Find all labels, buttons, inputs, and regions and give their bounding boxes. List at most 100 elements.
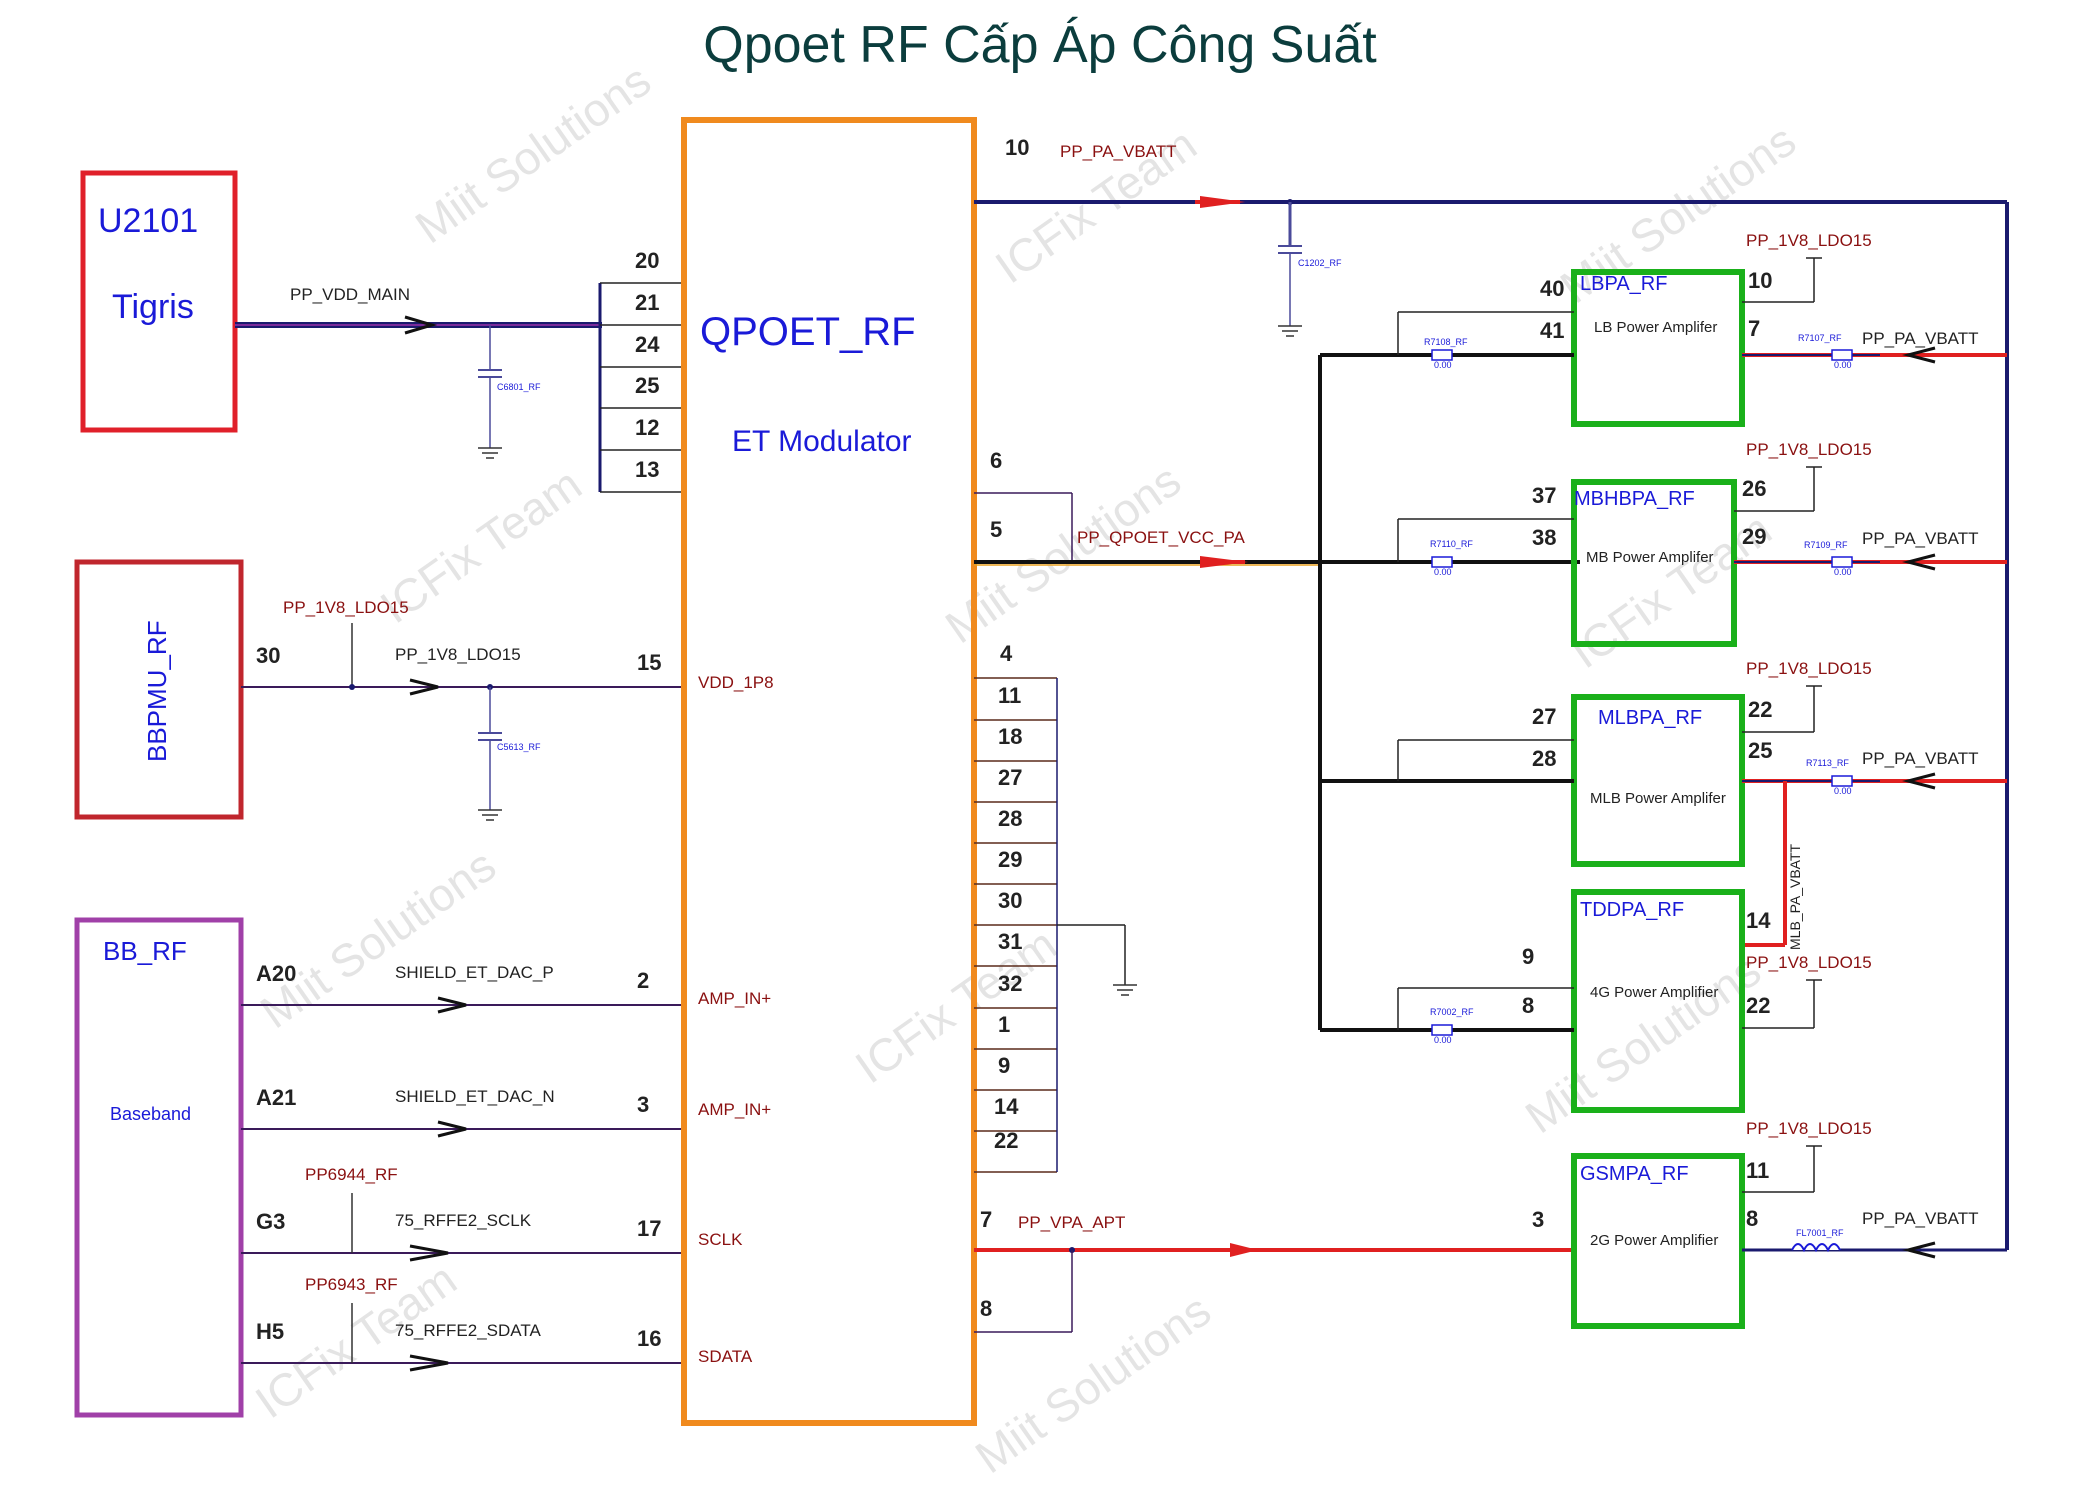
mbhbpa-ldo-label: PP_1V8_LDO15: [1746, 440, 1872, 459]
pp-vpa-apt-label: PP_VPA_APT: [1018, 1213, 1125, 1232]
pin-13: 13: [635, 457, 659, 482]
bb-pin-g3: G3: [256, 1209, 285, 1234]
pp-1v8-wire-label: PP_1V8_LDO15: [395, 645, 521, 664]
r7110-value: 0.00: [1434, 567, 1452, 577]
mbhbpa-vbatt-label: PP_PA_VBATT: [1862, 529, 1979, 548]
mbhbpa-pin-38: 38: [1532, 525, 1556, 550]
bb-name: BB_RF: [103, 936, 187, 966]
gsmpa-pin-11: 11: [1746, 1158, 1769, 1183]
mlbpa-group: MLBPA_RF MLB Power Amplifer 27 28 22 25 …: [1320, 659, 2007, 950]
mlbpa-pin-25: 25: [1748, 738, 1772, 763]
lbpa-pin-40: 40: [1540, 276, 1564, 301]
qpoet-pin-5: 5: [990, 517, 1002, 542]
bbpmu-pin-30: 30: [256, 643, 280, 668]
qpoet-pin-sclk: SCLK: [698, 1230, 743, 1249]
diagram-title: Qpoet RF Cấp Áp Công Suất: [703, 16, 1377, 74]
pp-1v8-ldo15-net: 30 PP_1V8_LDO15 PP_1V8_LDO15 15 C5613_RF: [241, 598, 682, 821]
mlbpa-pin-28: 28: [1532, 746, 1556, 771]
lbpa-vbatt-label: PP_PA_VBATT: [1862, 329, 1979, 348]
mbhbpa-desc: MB Power Amplifer: [1586, 549, 1714, 566]
qpoet-name: QPOET_RF: [700, 310, 916, 354]
pin-24: 24: [635, 332, 660, 357]
qpoet-pin-14: 14: [994, 1094, 1019, 1119]
pp-qpoet-vcc-pa-net: 6 5 PP_QPOET_VCC_PA: [974, 355, 1580, 1030]
qpoet-pin-2: 2: [637, 968, 649, 993]
mlbpa-ldo-label: PP_1V8_LDO15: [1746, 659, 1872, 678]
lbpa-ldo-label: PP_1V8_LDO15: [1746, 231, 1872, 250]
pp-vpa-apt-net: 7 8 PP_VPA_APT: [974, 1207, 1574, 1333]
gsmpa-vbatt-label: PP_PA_VBATT: [1862, 1209, 1979, 1228]
gsmpa-block: [1571, 1153, 1745, 1329]
qpoet-pin-9: 9: [998, 1053, 1010, 1078]
pp-vdd-main-net: PP_VDD_MAIN C6801_RF: [235, 285, 602, 459]
lbpa-pin-41: 41: [1540, 318, 1564, 343]
gsmpa-pin-8: 8: [1746, 1206, 1758, 1231]
pp-pa-vbatt-net: 10 PP_PA_VBATT C1202_RF: [974, 135, 2009, 1250]
lbpa-pin-7: 7: [1748, 316, 1760, 341]
lbpa-name: LBPA_RF: [1580, 273, 1667, 295]
bbpmu-name: BBPMU_RF: [142, 620, 172, 762]
tddpa-desc: 4G Power Amplifier: [1590, 984, 1718, 1001]
pp6943-label: PP6943_RF: [305, 1275, 398, 1294]
gsmpa-desc: 2G Power Amplifier: [1590, 1232, 1718, 1249]
r7107-label: R7107_RF: [1798, 333, 1842, 343]
mbhbpa-pin-26: 26: [1742, 476, 1766, 501]
sdata-net-label: 75_RFFE2_SDATA: [395, 1321, 541, 1340]
qpoet-pin-ampinp: AMP_IN+: [698, 989, 771, 1008]
qpoet-pin-16: 16: [637, 1326, 661, 1351]
qpoet-pin-22: 22: [994, 1128, 1018, 1153]
pin-20: 20: [635, 248, 659, 273]
qpoet-pin-6: 6: [990, 448, 1002, 473]
qpoet-pin-31: 31: [998, 929, 1022, 954]
bb-block: [74, 917, 244, 1418]
tddpa-name: TDDPA_RF: [1580, 899, 1684, 921]
tddpa-pin-14: 14: [1746, 908, 1771, 933]
qpoet-pin-10: 10: [1005, 135, 1029, 160]
mlbpa-pin-27: 27: [1532, 704, 1556, 729]
fl7001-label: FL7001_RF: [1796, 1228, 1844, 1238]
sclk-net-label: 75_RFFE2_SCLK: [395, 1211, 532, 1230]
r7110-label: R7110_RF: [1430, 539, 1473, 549]
bb-signal-nets: A20 SHIELD_ET_DAC_P 2 A21 SHIELD_ET_DAC_…: [241, 961, 682, 1372]
qpoet-pin-8: 8: [980, 1296, 992, 1321]
qpoet-pin-1: 1: [998, 1012, 1010, 1037]
qpoet-pin-27: 27: [998, 765, 1022, 790]
tddpa-pin-22: 22: [1746, 993, 1770, 1018]
tddpa-group: TDDPA_RF 4G Power Amplifier 9 8 14 22 R7…: [1320, 889, 1872, 1113]
watermark-text: Miit Solutions: [966, 1284, 1220, 1484]
qpoet-pin-4: 4: [1000, 641, 1013, 666]
gsmpa-ldo-label: PP_1V8_LDO15: [1746, 1119, 1872, 1138]
r7002-value: 0.00: [1434, 1035, 1452, 1045]
pin-21: 21: [635, 290, 659, 315]
bbpmu-block: [74, 559, 244, 820]
tddpa-block: [1571, 889, 1745, 1113]
qpoet-pin-vdd1p8: VDD_1P8: [698, 673, 774, 692]
qpoet-pin-30: 30: [998, 888, 1022, 913]
tddpa-pin-8: 8: [1522, 993, 1534, 1018]
qpoet-pin-sdata: SDATA: [698, 1347, 753, 1366]
r7107-value: 0.00: [1834, 360, 1852, 370]
shield-n-label: SHIELD_ET_DAC_N: [395, 1087, 555, 1106]
bb-pin-a21: A21: [256, 1085, 296, 1110]
pp-1v8-flag-label: PP_1V8_LDO15: [283, 598, 409, 617]
r7108-value: 0.00: [1434, 360, 1452, 370]
qpoet-desc: ET Modulator: [732, 425, 912, 458]
mbhbpa-pin-29: 29: [1742, 524, 1766, 549]
pin-25: 25: [635, 373, 659, 398]
watermark-text: ICFix Team: [846, 918, 1066, 1094]
u2101-name: U2101: [98, 202, 198, 240]
watermark-text: Miit Solutions: [251, 839, 505, 1039]
watermark-layer: Miit Solutions ICFix Team Miit Solutions…: [246, 54, 1805, 1484]
qpoet-block: [681, 117, 977, 1426]
mlbpa-pin-22: 22: [1748, 697, 1772, 722]
u2101-block: [80, 170, 238, 433]
bb-desc: Baseband: [110, 1104, 191, 1124]
r7113-value: 0.00: [1834, 786, 1852, 796]
tddpa-pin-9: 9: [1522, 944, 1534, 969]
r7113-label: R7113_RF: [1806, 758, 1849, 768]
pp6944-label: PP6944_RF: [305, 1165, 398, 1184]
watermark-text: Miit Solutions: [1516, 944, 1770, 1144]
mlbpa-desc: MLB Power Amplifer: [1590, 790, 1726, 807]
